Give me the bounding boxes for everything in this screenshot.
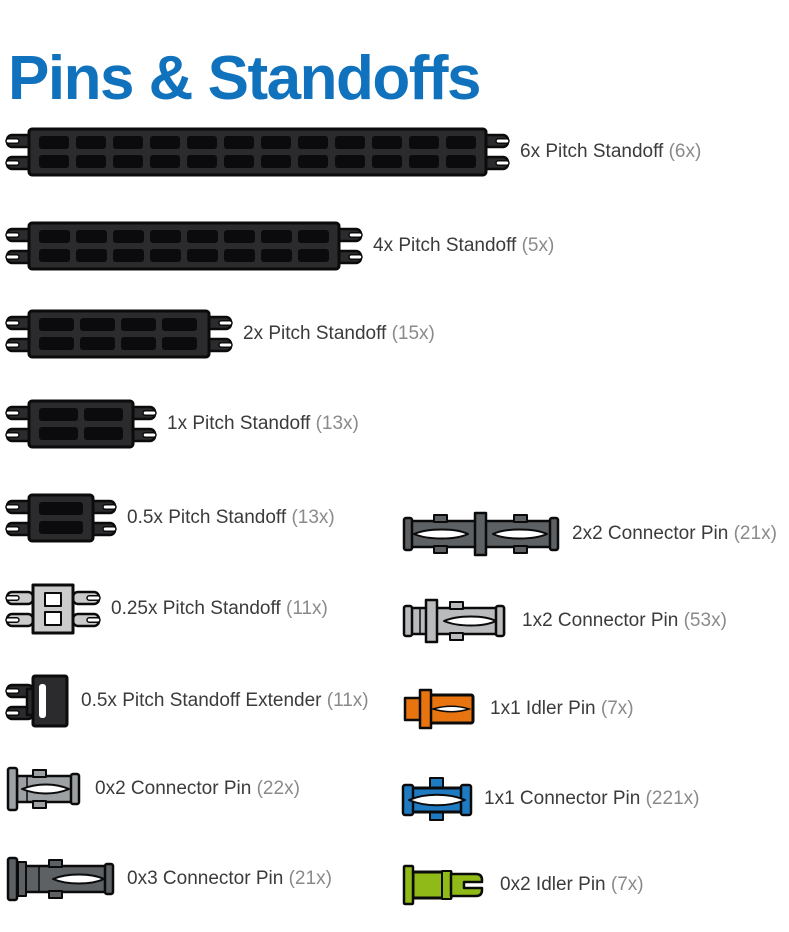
part-count: (7x) [600,698,634,719]
part-label: 2x2 Connector Pin (21x) [572,523,777,545]
part-count: (11x) [326,690,369,711]
part-count: (53x) [683,610,727,631]
part-row: 1x1 Idler Pin (7x) [400,686,634,732]
part-name: 1x1 Idler Pin [490,698,596,719]
part-count: (13x) [315,413,359,434]
0x2-idler-pin-image [402,864,484,906]
part-label: 0.25x Pitch Standoff (11x) [111,598,328,620]
part-name: 2x2 Connector Pin [572,523,729,544]
part-row: 0x3 Connector Pin (21x) [5,855,332,903]
part-name: 0.5x Pitch Standoff [127,507,287,528]
part-row: 2x Pitch Standoff (15x) [5,308,435,360]
part-row: 6x Pitch Standoff (6x) [5,126,701,178]
part-count: (11x) [286,598,328,619]
part-count: (21x) [733,523,777,544]
1x2-connector-pin-image [402,598,506,644]
part-row: 1x Pitch Standoff (13x) [5,398,359,450]
part-label: 0x2 Idler Pin (7x) [500,874,644,896]
part-count: (5x) [521,235,555,256]
part-count: (22x) [256,778,300,799]
part-row: 0.25x Pitch Standoff (11x) [5,583,328,635]
4x-pitch-standoff-image [5,221,363,271]
part-name: 4x Pitch Standoff [373,235,517,256]
1x-pitch-standoff-image [5,399,157,449]
1x1-idler-pin-image [403,688,475,730]
part-row: 0.5x Pitch Standoff Extender (11x) [5,674,369,728]
part-name: 2x Pitch Standoff [243,323,387,344]
0x2-connector-pin-image [6,766,81,812]
part-count: (7x) [610,874,644,895]
part-name: 0x3 Connector Pin [127,868,284,889]
part-name: 0x2 Connector Pin [95,778,252,799]
part-label: 0x2 Connector Pin (22x) [95,778,300,800]
part-name: 6x Pitch Standoff [520,141,664,162]
6x-pitch-standoff-image [5,127,510,177]
2x2-connector-pin-image [402,511,560,557]
part-row: 1x1 Connector Pin (221x) [400,774,699,824]
part-name: 1x Pitch Standoff [167,413,311,434]
part-label: 1x2 Connector Pin (53x) [522,610,727,632]
0-5x-pitch-standoff-image [5,493,117,543]
part-label: 1x1 Connector Pin (221x) [484,788,699,810]
part-label: 0.5x Pitch Standoff (13x) [127,507,335,529]
part-label: 1x1 Idler Pin (7x) [490,698,634,720]
part-label: 1x Pitch Standoff (13x) [167,413,359,435]
part-row: 4x Pitch Standoff (5x) [5,220,554,272]
part-name: 0x2 Idler Pin [500,874,606,895]
part-label: 4x Pitch Standoff (5x) [373,235,554,257]
part-label: 2x Pitch Standoff (15x) [243,323,435,345]
part-row: 1x2 Connector Pin (53x) [400,597,727,645]
part-name: 0.5x Pitch Standoff Extender [81,690,322,711]
part-name: 1x2 Connector Pin [522,610,679,631]
part-label: 0.5x Pitch Standoff Extender (11x) [81,690,369,712]
part-count: (221x) [645,788,700,809]
1x1-connector-pin-image [401,777,473,821]
0-5x-pitch-standoff-extender-image [5,674,69,728]
part-name: 1x1 Connector Pin [484,788,641,809]
part-label: 6x Pitch Standoff (6x) [520,141,701,163]
0x3-connector-pin-image [6,856,115,902]
part-name: 0.25x Pitch Standoff [111,598,281,619]
part-label: 0x3 Connector Pin (21x) [127,868,332,890]
part-count: (15x) [391,323,435,344]
part-row: 0x2 Idler Pin (7x) [400,861,644,909]
part-count: (21x) [288,868,332,889]
part-count: (6x) [668,141,702,162]
part-count: (13x) [291,507,335,528]
part-row: 0x2 Connector Pin (22x) [5,765,300,813]
2x-pitch-standoff-image [5,309,233,359]
part-row: 0.5x Pitch Standoff (13x) [5,492,335,544]
page-title: Pins & Standoffs [8,43,482,113]
0-25x-pitch-standoff-image [5,583,101,635]
part-row: 2x2 Connector Pin (21x) [400,510,777,558]
